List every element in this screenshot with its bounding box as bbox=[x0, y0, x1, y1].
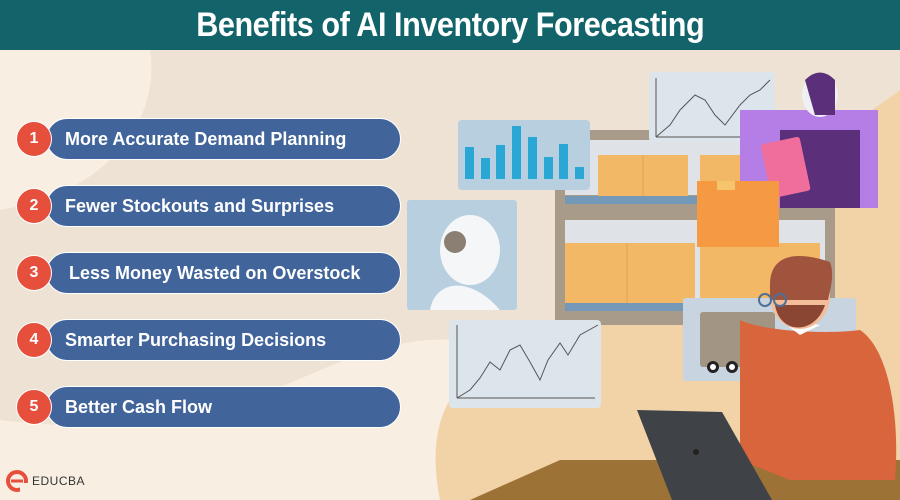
benefit-label: More Accurate Demand Planning bbox=[65, 128, 347, 149]
number-badge: 3 bbox=[16, 255, 52, 291]
benefit-item-4: 4 Smarter Purchasing Decisions bbox=[16, 319, 401, 361]
benefit-pill: More Accurate Demand Planning bbox=[46, 118, 401, 160]
package-box-icon bbox=[697, 181, 779, 247]
number-badge: 4 bbox=[16, 322, 52, 358]
page-title: Benefits of AI Inventory Forecasting bbox=[195, 5, 705, 44]
educba-logo-icon bbox=[6, 470, 28, 492]
line-chart-panel-bottom-icon bbox=[449, 320, 601, 408]
benefit-item-5: 5 Better Cash Flow bbox=[16, 386, 401, 428]
benefit-pill: Smarter Purchasing Decisions bbox=[46, 319, 401, 361]
benefit-pill: Less Money Wasted on Overstock bbox=[46, 252, 401, 294]
brand-name: EDUCBA bbox=[32, 474, 86, 488]
benefit-item-3: 3 Less Money Wasted on Overstock bbox=[16, 252, 401, 294]
benefit-pill: Better Cash Flow bbox=[46, 386, 401, 428]
number-badge: 2 bbox=[16, 188, 52, 224]
number-badge: 1 bbox=[16, 121, 52, 157]
benefit-label: Fewer Stockouts and Surprises bbox=[65, 195, 335, 216]
bar-chart-panel-icon bbox=[458, 120, 590, 190]
robot-head-panel-icon bbox=[407, 200, 517, 310]
brand-logo: EDUCBA bbox=[6, 470, 85, 492]
benefit-item-1: 1 More Accurate Demand Planning bbox=[16, 118, 401, 160]
benefit-label: Smarter Purchasing Decisions bbox=[65, 329, 327, 350]
number-badge: 5 bbox=[16, 389, 52, 425]
benefit-label: Less Money Wasted on Overstock bbox=[69, 262, 361, 283]
benefit-item-2: 2 Fewer Stockouts and Surprises bbox=[16, 185, 401, 227]
warehouse-illustration bbox=[407, 72, 900, 500]
person-at-laptop-icon bbox=[637, 255, 897, 500]
title-banner: Benefits of AI Inventory Forecasting bbox=[0, 0, 900, 50]
benefit-label: Better Cash Flow bbox=[65, 396, 213, 417]
benefit-pill: Fewer Stockouts and Surprises bbox=[46, 185, 401, 227]
